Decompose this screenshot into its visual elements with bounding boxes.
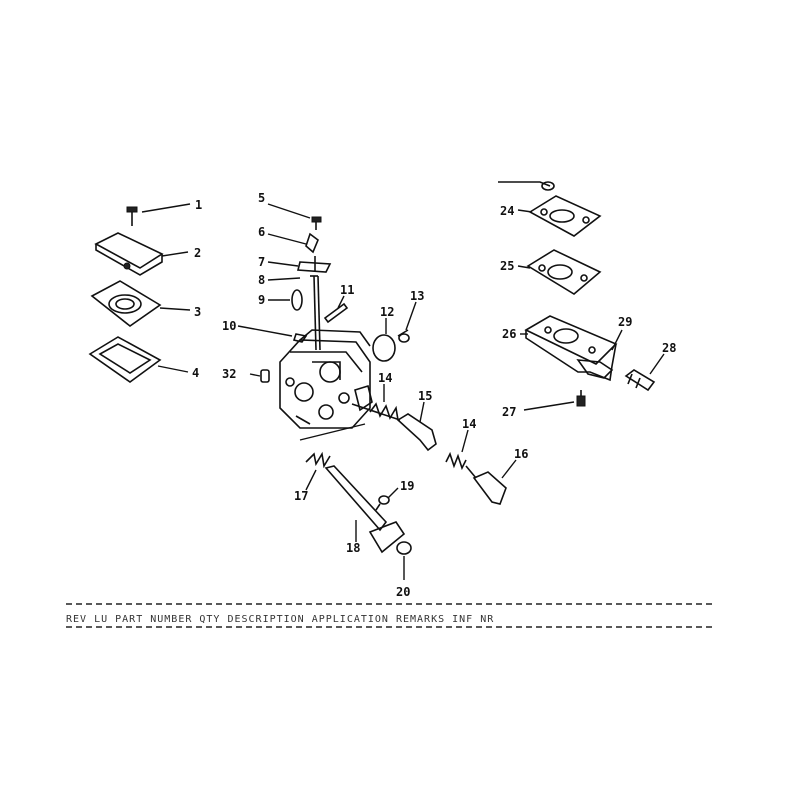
part-16-needle xyxy=(465,465,507,505)
carburetor-body xyxy=(279,329,373,429)
callout-14-lower: 14 xyxy=(462,417,476,431)
callout-10: 10 xyxy=(222,319,236,333)
part-6-pin xyxy=(305,232,319,254)
part-26-pump-body xyxy=(524,315,618,382)
part-14-spring-upper xyxy=(369,402,399,421)
part-4-gasket xyxy=(88,336,162,383)
callout-4: 4 xyxy=(192,366,199,380)
parts-table-header: REV LU PART NUMBER QTY DESCRIPTION APPLI… xyxy=(66,614,494,625)
part-9-oring xyxy=(291,289,303,311)
part-7-lever xyxy=(296,256,332,273)
part-12-disc xyxy=(372,334,396,362)
part-18-lever xyxy=(324,465,406,554)
part-11-pin xyxy=(323,302,349,324)
part-27-screw xyxy=(576,390,586,407)
callout-13: 13 xyxy=(410,289,424,303)
part-14-spring-lower xyxy=(445,451,467,471)
callout-16: 16 xyxy=(514,447,528,461)
part-32-plug xyxy=(260,369,270,383)
callout-27: 27 xyxy=(502,405,516,419)
callout-6: 6 xyxy=(258,225,265,239)
part-24-gasket xyxy=(528,195,602,237)
callout-3: 3 xyxy=(194,305,201,319)
callout-19: 19 xyxy=(400,479,414,493)
callout-9: 9 xyxy=(258,293,265,307)
callout-5: 5 xyxy=(258,191,265,205)
callout-26: 26 xyxy=(502,327,516,341)
callout-20: 20 xyxy=(396,585,410,599)
callout-32: 32 xyxy=(222,367,236,381)
part-17-spring xyxy=(305,451,331,469)
part-5-screw xyxy=(311,216,322,230)
callout-28: 28 xyxy=(662,341,676,355)
part-15-needle xyxy=(351,403,437,452)
part-1-screw xyxy=(126,206,138,226)
part-19-screw xyxy=(375,495,390,511)
callout-15: 15 xyxy=(418,389,432,403)
part-10-spring xyxy=(292,333,308,343)
callout-12: 12 xyxy=(380,305,394,319)
part-20-nut xyxy=(396,541,412,555)
callout-8: 8 xyxy=(258,273,265,287)
part-8-shaft xyxy=(310,275,321,351)
part-28-screw xyxy=(624,369,656,392)
callout-1: 1 xyxy=(195,198,202,212)
callout-18: 18 xyxy=(346,541,360,555)
part-3-diaphragm xyxy=(90,280,162,327)
callout-7: 7 xyxy=(258,255,265,269)
callout-2: 2 xyxy=(194,246,201,260)
callout-11: 11 xyxy=(340,283,354,297)
callout-24: 24 xyxy=(500,204,514,218)
part-2-cover xyxy=(94,232,164,276)
callout-14: 14 xyxy=(378,371,392,385)
part-13-screw xyxy=(397,329,410,343)
part-25-gasket xyxy=(526,249,602,295)
callout-25: 25 xyxy=(500,259,514,273)
callout-17: 17 xyxy=(294,489,308,503)
callout-29: 29 xyxy=(618,315,632,329)
